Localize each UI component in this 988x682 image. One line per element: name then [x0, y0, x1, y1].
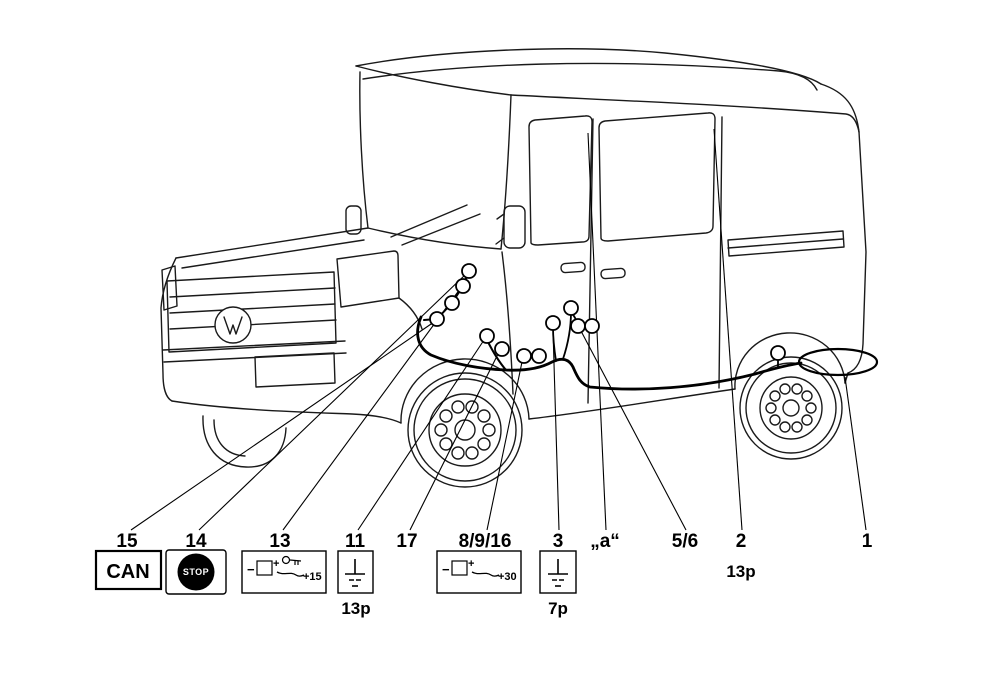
connection-point — [584, 318, 600, 334]
callout-label-3: 3 — [553, 531, 564, 552]
callout-label-1: 1 — [862, 531, 873, 552]
connection-point — [479, 328, 495, 344]
stop-label: STOP — [183, 567, 209, 577]
harness-branch-cluster — [562, 311, 572, 360]
leader-line — [844, 376, 867, 531]
callout-sublabel-2-13p: 13p — [726, 562, 755, 581]
van-body-outline — [160, 48, 867, 424]
battery-minus-sign: − — [442, 562, 450, 577]
bumper — [162, 340, 347, 388]
front-door-handle-icon — [560, 261, 586, 274]
front-face — [161, 250, 423, 388]
leader-line — [486, 361, 523, 531]
sliding-door-window — [598, 112, 716, 242]
wiper-icon — [390, 204, 468, 238]
van-line-art — [160, 48, 867, 488]
sliding-door-handle-icon — [600, 267, 626, 280]
ground-7p-label: 7p — [548, 599, 568, 618]
callout-label-15: 15 — [116, 531, 138, 552]
stop-icon — [177, 553, 215, 591]
battery-plus30-box: − + +30 — [436, 550, 522, 594]
windshield — [345, 71, 512, 250]
ignition-plus15-box: − + +15 — [241, 550, 327, 594]
leader-line — [409, 351, 500, 531]
harness-rear-loop — [797, 347, 879, 377]
wiper-icon — [401, 213, 481, 246]
ground-icon — [548, 559, 568, 587]
sliding-door-rail — [727, 230, 845, 257]
battery-plus-sign: + — [468, 558, 474, 570]
can-box: CAN — [94, 549, 163, 591]
connection-point — [563, 300, 579, 316]
can-label: CAN — [106, 561, 149, 583]
leader-line — [198, 273, 467, 531]
front-wheel — [407, 372, 523, 488]
far-front-wheel — [202, 415, 287, 468]
grille — [166, 271, 337, 353]
connection-point — [461, 263, 477, 279]
front-door-seam — [501, 251, 514, 395]
side-body — [501, 112, 845, 404]
connection-point — [531, 348, 547, 364]
connection-point — [516, 348, 532, 364]
callout-label-11: 11 — [345, 531, 366, 552]
legend: CAN STOP − + +15 — [94, 549, 577, 618]
sliding-door-seam — [718, 116, 723, 389]
connection-point — [770, 345, 786, 361]
battery-label: +30 — [498, 571, 517, 583]
right-headlight-icon — [336, 250, 400, 308]
ignition-plus-sign: + — [273, 558, 279, 570]
connection-point — [570, 318, 586, 334]
callout-label-a: „a“ — [590, 531, 620, 552]
leader-line — [357, 339, 485, 531]
stop-box: STOP — [165, 549, 227, 595]
wire-icon — [471, 571, 500, 577]
battery-icon — [451, 560, 468, 576]
key-icon — [281, 555, 302, 565]
callout-label-14: 14 — [185, 531, 207, 552]
callout-label-13: 13 — [269, 531, 290, 552]
ground-13p-label: 13p — [341, 599, 370, 618]
front-door-window — [528, 115, 593, 246]
battery-icon — [256, 560, 273, 576]
callout-labels: 15 14 13 11 17 8/9/16 3 „a“ 5/6 2 13p 1 — [116, 531, 872, 581]
ignition-label: +15 — [303, 571, 322, 583]
rear-wheel — [739, 356, 843, 460]
harness-main-run — [416, 315, 803, 391]
connection-points — [429, 263, 786, 364]
ground-7p-box: 7p — [539, 550, 577, 618]
callout-label-17: 17 — [396, 531, 417, 552]
callout-label-2: 2 — [736, 531, 747, 552]
leader-line — [580, 330, 687, 531]
connection-point — [545, 315, 561, 331]
ground-icon — [345, 559, 365, 587]
leader-lines — [130, 128, 867, 531]
leader-line — [282, 288, 461, 531]
wire-icon — [276, 571, 305, 577]
license-plate-recess — [254, 352, 336, 388]
callout-label-8-9-16: 8/9/16 — [459, 531, 512, 552]
leader-line — [130, 321, 435, 531]
brand-badge-mark-icon — [223, 316, 243, 335]
side-mirror-icon — [495, 205, 526, 249]
ignition-minus-sign: − — [247, 562, 255, 577]
left-headlight-icon — [161, 265, 178, 311]
b-pillar-seam — [587, 118, 594, 404]
connection-point — [455, 278, 471, 294]
ground-13p-box: 13p — [337, 550, 374, 618]
callout-label-5-6: 5/6 — [672, 531, 698, 552]
inner-mirror-icon — [345, 205, 362, 235]
connection-point — [429, 311, 445, 327]
connection-point — [444, 295, 460, 311]
leader-line — [552, 329, 560, 531]
leader-line — [713, 128, 743, 531]
connection-point — [494, 341, 510, 357]
